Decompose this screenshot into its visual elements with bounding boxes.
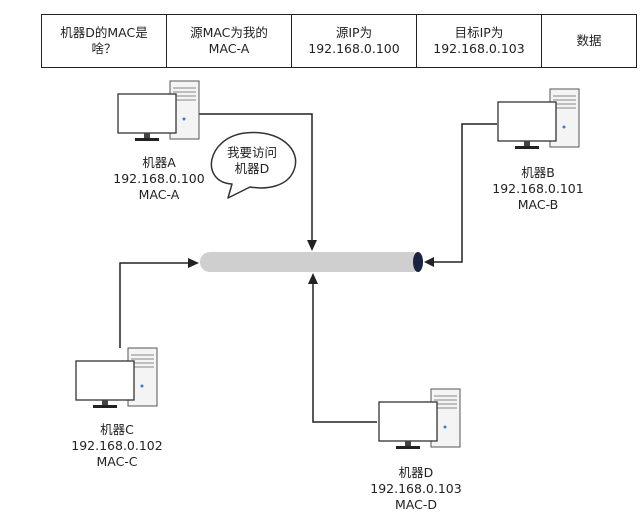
link-d [312,282,377,423]
frame-cell-dst-ip: 目标IP为 192.168.0.103 [416,14,542,68]
network-bus [200,252,422,272]
arrow-head-b [424,257,434,267]
frame-row: 机器D的MAC是 啥？ 源MAC为我的 MAC-A 源IP为 192.168.0… [41,14,637,68]
arrow-head-c [188,258,199,268]
frame-cell-text: 192.168.0.100 [308,41,400,56]
machine-ip: 192.168.0.102 [71,438,163,453]
machine-b-label: 机器B 192.168.0.101 MAC-B [483,165,593,213]
link-b [432,123,497,263]
machine-ip: 192.168.0.101 [492,181,584,196]
computer-d-icon [378,388,461,450]
computer-b-icon [497,88,580,150]
frame-cell-text: 源MAC为我的 [190,25,268,40]
frame-cell-question: 机器D的MAC是 啥？ [41,14,167,68]
machine-a-label: 机器A 192.168.0.100 MAC-A [104,155,214,203]
frame-cell-data: 数据 [541,14,637,68]
machine-name: 机器B [521,165,555,180]
machine-d-label: 机器D 192.168.0.103 MAC-D [361,465,471,513]
machine-ip: 192.168.0.100 [113,171,205,186]
computer-c-icon [75,347,158,409]
frame-cell-src-ip: 源IP为 192.168.0.100 [291,14,417,68]
arrow-head-a [307,240,317,251]
frame-cell-text: 源IP为 [335,25,373,40]
machine-c-label: 机器C 192.168.0.102 MAC-C [62,422,172,470]
machine-mac: MAC-A [138,187,180,202]
speech-bubble-text: 我要访问 机器D [215,145,289,177]
frame-cell-text: 数据 [576,33,602,48]
machine-ip: 192.168.0.103 [370,481,462,496]
speech-bubble [210,131,297,199]
machine-name: 机器A [142,155,176,170]
arrow-head-d [308,273,318,284]
machine-mac: MAC-B [517,197,559,212]
frame-cell-text: MAC-A [208,41,250,56]
frame-cell-text: 啥？ [91,41,117,56]
machine-name: 机器D [398,465,434,480]
machine-mac: MAC-C [96,454,138,469]
computer-a-icon [117,80,200,142]
machine-name: 机器C [100,422,134,437]
frame-cell-text: 机器D的MAC是 [60,25,148,40]
link-a [198,113,313,242]
frame-table: 机器D的MAC是 啥？ 源MAC为我的 MAC-A 源IP为 192.168.0… [41,14,637,68]
bus-terminator [413,252,423,272]
bubble-line: 机器D [234,161,270,176]
frame-cell-src-mac: 源MAC为我的 MAC-A [166,14,292,68]
bubble-line: 我要访问 [226,145,277,160]
link-c [119,262,190,348]
machine-mac: MAC-D [395,497,437,512]
frame-cell-text: 目标IP为 [454,25,504,40]
frame-cell-text: 192.168.0.103 [433,41,525,56]
